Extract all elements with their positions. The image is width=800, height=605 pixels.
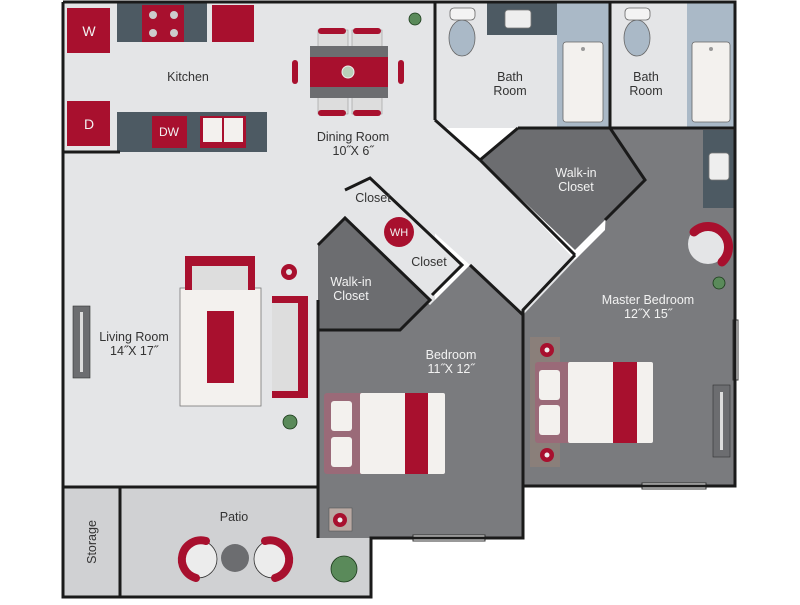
dryer-label: D <box>83 116 95 132</box>
walkin-master-floor <box>480 128 645 250</box>
dining-table <box>292 28 404 116</box>
walls <box>61 0 737 599</box>
room-closet-wh: Closet <box>411 255 447 269</box>
washer-label: W <box>82 23 96 39</box>
water-heater-icon <box>384 217 414 247</box>
kitchen-counters <box>117 2 267 152</box>
master-furniture <box>530 222 739 490</box>
water-heater-label: WH <box>389 227 409 239</box>
bath-fixtures <box>448 2 735 208</box>
walkin-bed-floor <box>318 218 430 330</box>
living-furniture <box>72 256 308 407</box>
room-kitchen: Kitchen <box>167 70 209 84</box>
room-patio: Patio <box>219 510 249 524</box>
room-storage: Storage <box>85 520 99 564</box>
bedroom-furniture <box>324 393 486 542</box>
plant-icons <box>282 12 726 583</box>
patio-furniture <box>177 536 294 582</box>
dishwasher-label: DW <box>159 125 179 139</box>
room-closet-upper: Closet <box>355 191 391 205</box>
